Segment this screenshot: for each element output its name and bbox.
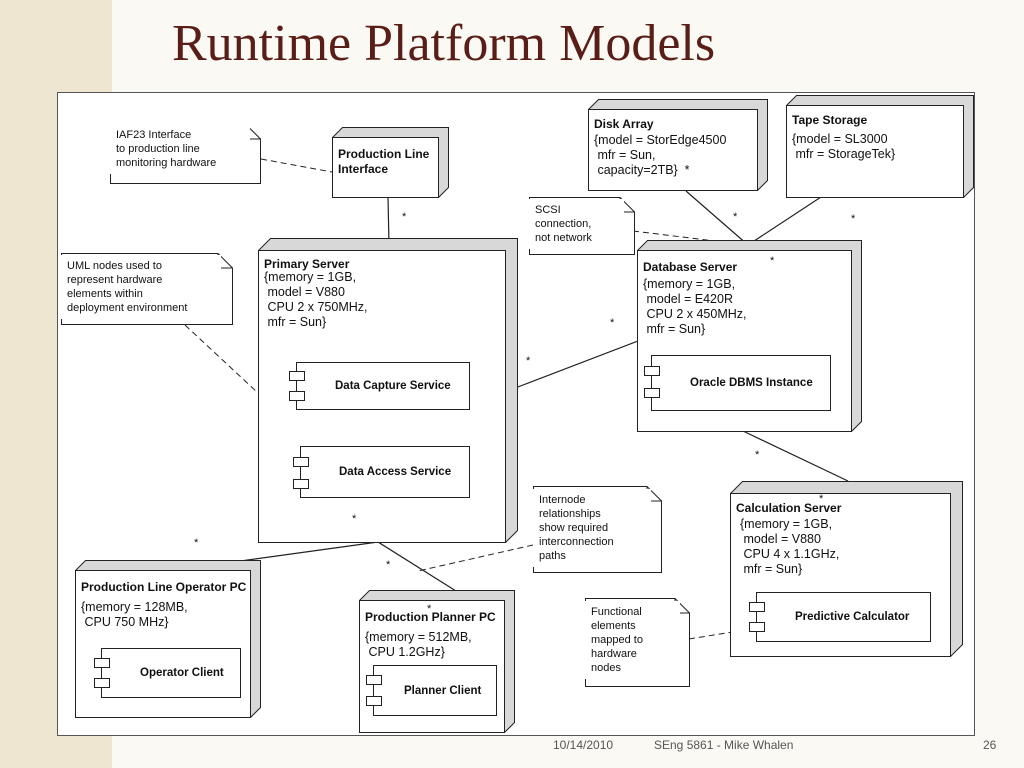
note-scsi: SCSI connection, not network bbox=[529, 199, 624, 249]
component-tab bbox=[94, 658, 110, 668]
node-properties: {memory = 1GB, model = V880 CPU 2 x 750M… bbox=[264, 270, 368, 329]
component-data-capture-service[interactable]: Data Capture Service bbox=[289, 362, 470, 410]
link-primary-planner bbox=[377, 541, 457, 592]
component-tab bbox=[293, 479, 309, 489]
node-properties: {model = SL3000 mfr = StorageTek} bbox=[792, 132, 896, 161]
component-operator-client[interactable]: Operator Client bbox=[94, 648, 241, 698]
component-tab bbox=[289, 371, 305, 381]
multiplicity-label: * bbox=[386, 559, 391, 571]
component-label: Oracle DBMS Instance bbox=[690, 377, 813, 389]
note-iaf23: IAF23 Interface to production line monit… bbox=[110, 124, 250, 174]
node-tape-storage[interactable]: Tape Storage {model = SL3000 mfr = Stora… bbox=[786, 95, 974, 198]
note-uml: UML nodes used to represent hardware ele… bbox=[61, 255, 221, 319]
component-planner-client[interactable]: Planner Client bbox=[366, 665, 497, 716]
node-title: Database Server bbox=[643, 260, 738, 274]
component-oracle-dbms-instance[interactable]: Oracle DBMS Instance bbox=[644, 355, 831, 411]
node-calculation-server[interactable]: Calculation Server {memory = 1GB, model … bbox=[730, 481, 963, 657]
node-properties: {memory = 1GB, model = E420R CPU 2 x 450… bbox=[643, 277, 747, 336]
component-tab bbox=[94, 678, 110, 688]
node-properties: {memory = 1GB, model = V880 CPU 4 x 1.1G… bbox=[740, 517, 840, 576]
multiplicity-label: * bbox=[526, 355, 531, 367]
component-tab bbox=[644, 366, 660, 376]
link-disk-db bbox=[685, 190, 749, 246]
node-properties: {model = StorEdge4500 mfr = Sun, capacit… bbox=[594, 133, 727, 177]
node-production-planner-pc[interactable]: Production Planner PC {memory = 512MB, C… bbox=[359, 590, 515, 733]
node-primary-server[interactable]: Primary Server {memory = 1GB, model = V8… bbox=[258, 238, 518, 543]
connection-lines bbox=[174, 158, 849, 640]
link-primary-db bbox=[509, 340, 639, 391]
component-label: Data Capture Service bbox=[335, 380, 451, 392]
note-internode: Internode relationships show required in… bbox=[533, 489, 651, 567]
anchor-uml bbox=[184, 324, 259, 394]
multiplicity-label: * bbox=[610, 317, 615, 329]
node-title: Calculation Server bbox=[736, 501, 842, 515]
component-label: Data Access Service bbox=[339, 466, 452, 478]
multiplicity-label: * bbox=[819, 493, 824, 505]
multiplicity-label: * bbox=[427, 603, 432, 615]
component-tab bbox=[749, 622, 765, 632]
component-tab bbox=[293, 457, 309, 467]
component-tab bbox=[289, 391, 305, 401]
link-pli-primary bbox=[387, 196, 390, 246]
node-title: Production Line Interface bbox=[338, 147, 430, 176]
multiplicity-label: * bbox=[194, 537, 199, 549]
component-label: Planner Client bbox=[404, 684, 482, 697]
footer-date: 10/14/2010 bbox=[553, 738, 614, 752]
component-tab bbox=[749, 602, 765, 612]
footer-course: SEng 5861 - Mike Whalen bbox=[654, 738, 794, 752]
footer-page-number: 26 bbox=[983, 738, 997, 752]
node-title: Production Planner PC bbox=[365, 610, 496, 624]
multiplicity-label: * bbox=[851, 213, 856, 225]
link-tape-db bbox=[747, 196, 822, 246]
node-production-line-interface[interactable]: Production Line Interface bbox=[332, 127, 449, 198]
note-functional: Functional elements mapped to hardware n… bbox=[585, 601, 680, 679]
component-label: Predictive Calculator bbox=[795, 611, 910, 623]
deployment-diagram: IAF23 Interface to production line monit… bbox=[57, 92, 975, 736]
multiplicity-label: * bbox=[755, 449, 760, 461]
component-tab bbox=[644, 388, 660, 398]
link-db-calc bbox=[742, 430, 849, 482]
multiplicity-label: * bbox=[770, 255, 775, 267]
component-predictive-calculator[interactable]: Predictive Calculator bbox=[749, 592, 931, 642]
node-properties: {memory = 128MB, CPU 750 MHz} bbox=[81, 600, 188, 629]
slide-title: Runtime Platform Models bbox=[172, 15, 716, 72]
node-disk-array[interactable]: Disk Array {model = StorEdge4500 mfr = S… bbox=[588, 99, 768, 191]
node-title: Primary Server bbox=[264, 257, 350, 271]
multiplicity-label: * bbox=[733, 211, 738, 223]
multiplicity-label: * bbox=[352, 513, 357, 525]
component-data-access-service[interactable]: Data Access Service bbox=[293, 446, 470, 498]
anchor-internode bbox=[417, 544, 534, 572]
node-production-line-operator-pc[interactable]: Production Line Operator PC {memory = 12… bbox=[75, 560, 261, 718]
multiplicity-label: * bbox=[402, 211, 407, 223]
node-title: Production Line Operator PC bbox=[81, 580, 247, 594]
component-label: Operator Client bbox=[140, 667, 224, 679]
component-tab bbox=[366, 696, 382, 706]
node-title: Disk Array bbox=[594, 117, 654, 131]
node-properties: {memory = 512MB, CPU 1.2GHz} bbox=[365, 630, 472, 659]
anchor-iaf23 bbox=[260, 158, 333, 173]
component-tab bbox=[366, 675, 382, 685]
node-database-server[interactable]: Database Server {memory = 1GB, model = E… bbox=[637, 240, 862, 432]
node-title: Tape Storage bbox=[792, 113, 868, 127]
